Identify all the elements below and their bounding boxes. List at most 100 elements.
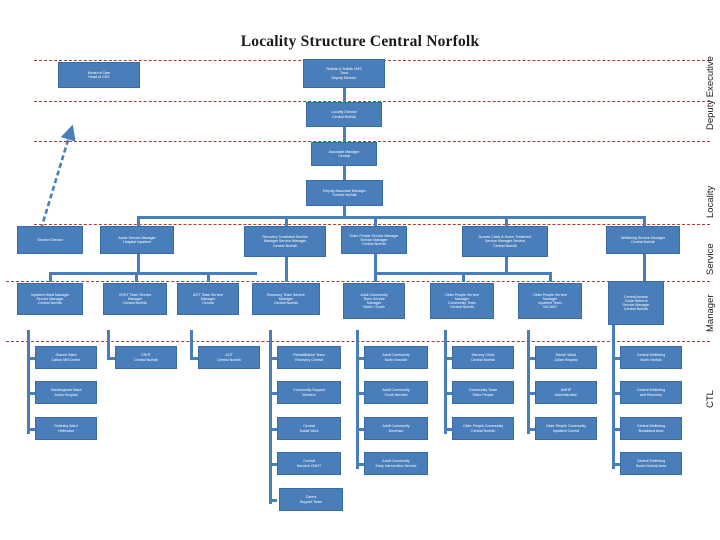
ctl-item-1-3[interactable]: Rollesby Ward Hellesdon [35, 417, 97, 440]
box-access-crisis-service-manager[interactable]: Access Crisis & Home Treatment Service M… [462, 226, 548, 257]
ctl-item-6-3[interactable]: Older People Community Central Norfolk [452, 417, 514, 440]
connector-acute-down [137, 254, 140, 272]
ctl-item-5-4-label: Adult Community Early Intervention Servi… [375, 459, 417, 468]
box-norfolk-suffolk-trust[interactable]: Norfolk & Suffolk NHS Trust Deputy Direc… [303, 59, 385, 88]
ctl-stub-8-4 [612, 463, 620, 466]
ctl-item-5-1[interactable]: Adult Community North Norwich [364, 346, 428, 369]
ctl-stub-7-3 [527, 428, 535, 431]
ctl-item-7-1[interactable]: Beech Ward Julian Hospital [535, 346, 597, 369]
ctl-item-4-4[interactable]: Central Norwich CMHT [277, 452, 341, 475]
box-manager-aot[interactable]: AOT Team Service Manager Central [177, 283, 239, 315]
box-manager-inpatient-ward-label: Inpatient Ward Manager Service Manager C… [30, 292, 70, 305]
box-manager-older-people-community-label: Older People Service Manager Community T… [445, 292, 479, 310]
ctl-item-8-1-label: Central Wellbeing North Norfolk [636, 353, 666, 362]
ctl-rail-2 [107, 330, 110, 360]
connector-locality-to-assoc [343, 127, 346, 141]
box-locality-director[interactable]: Locality Director Central Norfolk [306, 102, 382, 127]
ctl-item-4-5-label: Carers Support Team [299, 495, 323, 504]
ctl-rail-6 [444, 330, 447, 434]
ctl-item-4-2[interactable]: Community Support Workers [277, 381, 341, 404]
ctl-item-1-1[interactable]: Glaven Ward Catton Mill Centre [35, 346, 97, 369]
ctl-rail-8 [612, 325, 615, 469]
ctl-rail-7 [527, 330, 530, 434]
ctl-stub-6-3 [444, 428, 452, 431]
box-model-of-care[interactable]: Model of Care Head of CDS [58, 62, 140, 88]
divider-locality-top [34, 101, 710, 102]
ctl-item-8-1[interactable]: Central Wellbeing North Norfolk [620, 346, 682, 369]
ctl-rail-3 [190, 330, 193, 360]
ctl-item-8-4-label: Central Wellbeing South Norfolk Area [635, 459, 667, 468]
ctl-item-6-2[interactable]: Community Team Older People [452, 381, 514, 404]
connector-older-down [374, 254, 377, 272]
ctl-item-4-2-label: Community Support Workers [293, 388, 325, 397]
ctl-stub-4-1 [269, 357, 277, 360]
ctl-stub-8-2 [612, 392, 620, 395]
ctl-stub-1-3 [27, 428, 35, 431]
ctl-item-4-4-label: Central Norwich CMHT [296, 459, 322, 468]
ctl-item-7-2[interactable]: AMHP Administration [535, 381, 597, 404]
box-service-director[interactable]: Service Director [17, 226, 83, 254]
box-manager-central-access[interactable]: Central Access Crisis Referral Service M… [608, 281, 664, 325]
ctl-item-8-3[interactable]: Central Wellbeing Broadland Area [620, 417, 682, 440]
box-older-people-service-manager[interactable]: Older People Service Manager Service Man… [341, 226, 407, 254]
box-locality-director-label: Locality Director Central Norfolk [331, 110, 357, 119]
box-manager-inpatient-ward[interactable]: Inpatient Ward Manager Service Manager C… [17, 283, 83, 315]
ctl-item-8-4[interactable]: Central Wellbeing South Norfolk Area [620, 452, 682, 475]
ctl-item-5-2-label: Adult Community South Norwich [382, 388, 410, 397]
connector-service-bus [137, 216, 644, 219]
ctl-item-5-4[interactable]: Adult Community Early Intervention Servi… [364, 452, 428, 475]
ctl-stub-4-5 [269, 499, 277, 502]
divider-locality-bottom [34, 141, 710, 142]
box-associate-manager-label: Associate Manager Central [328, 149, 360, 158]
ctl-item-8-2[interactable]: Central Wellbeing and Recovery [620, 381, 682, 404]
box-manager-recovery-team[interactable]: Recovery Team Service Manager Central No… [252, 283, 320, 315]
connector-mgr-drop-8 [643, 272, 646, 282]
ctl-item-4-5[interactable]: Carers Support Team [279, 488, 343, 511]
box-manager-adult-community-label: Adult Community Team Service Manager Nor… [360, 292, 388, 310]
connector-mgr-drop-5 [374, 272, 377, 282]
box-manager-central-access-label: Central Access Crisis Referral Service M… [622, 294, 650, 312]
box-deputy-associate-manager[interactable]: Deputy Associate Manager Central Norfolk [306, 180, 383, 206]
ctl-item-5-3[interactable]: Adult Community Dereham [364, 417, 428, 440]
box-manager-older-people-community[interactable]: Older People Service Manager Community T… [430, 283, 494, 319]
ctl-stub-8-1 [612, 357, 620, 360]
box-access-crisis-service-manager-label: Access Crisis & Home Treatment Service M… [478, 235, 532, 248]
ctl-item-3-1[interactable]: AOT Central Norfolk [198, 346, 260, 369]
ctl-stub-3-1 [190, 357, 198, 360]
connector-service-drop-6 [643, 216, 646, 226]
box-associate-manager[interactable]: Associate Manager Central [311, 142, 377, 166]
connector-service-drop-3 [285, 216, 288, 226]
ctl-stub-2-1 [107, 357, 115, 360]
ctl-stub-5-3 [356, 428, 364, 431]
ctl-item-3-1-label: AOT Central Norfolk [217, 353, 241, 362]
ctl-rail-5 [356, 330, 359, 469]
box-acute-service-manager[interactable]: Acute Service Manager Hospital Inpatient [100, 226, 174, 254]
ctl-item-7-3[interactable]: Older People Community Inpatient Central [535, 417, 597, 440]
connector-mgr-drop-3 [207, 272, 210, 282]
ctl-item-1-2-label: Sandringham Ward Julian Hospital [50, 388, 82, 397]
ctl-item-5-1-label: Adult Community North Norwich [382, 353, 410, 362]
ctl-item-2-1[interactable]: CRHT Central Norfolk [115, 346, 177, 369]
ctl-item-6-3-label: Older People Community Central Norfolk [462, 424, 504, 433]
ctl-stub-4-2 [269, 392, 277, 395]
ctl-stub-7-1 [527, 357, 535, 360]
box-manager-adult-community[interactable]: Adult Community Team Service Manager Nor… [343, 283, 405, 319]
connector-service-drop-5 [505, 216, 508, 226]
ctl-item-4-1[interactable]: Rehabilitation Team Recovery Central [277, 346, 341, 369]
box-recovery-service-manager[interactable]: Recovery Treatment Service Manager Servi… [244, 226, 326, 257]
ctl-item-5-2[interactable]: Adult Community South Norwich [364, 381, 428, 404]
ctl-item-7-1-label: Beech Ward Julian Hospital [554, 353, 578, 362]
ctl-item-6-1[interactable]: Memory Clinic Central Norfolk [452, 346, 514, 369]
ctl-item-4-3[interactable]: Central Social Work [277, 417, 341, 440]
ctl-stub-6-1 [444, 357, 452, 360]
ctl-item-1-2[interactable]: Sandringham Ward Julian Hospital [35, 381, 97, 404]
connector-mgr-drop-4 [285, 272, 288, 282]
box-manager-older-people-inpatient[interactable]: Older People Service Manager Inpatient T… [518, 283, 582, 319]
ctl-item-7-2-label: AMHP Administration [554, 388, 578, 397]
ctl-item-8-3-label: Central Wellbeing Broadland Area [636, 424, 666, 433]
connector-mgr-drop-6 [462, 272, 465, 282]
box-older-people-service-manager-label: Older People Service Manager Service Man… [349, 233, 399, 246]
box-manager-crht[interactable]: CRHT Team Service Manager Central Norfol… [103, 283, 167, 315]
connector-wellbeing-down [643, 254, 646, 272]
box-wellbeing-service-manager[interactable]: Wellbeing Service Manager Central Norfol… [606, 226, 680, 254]
